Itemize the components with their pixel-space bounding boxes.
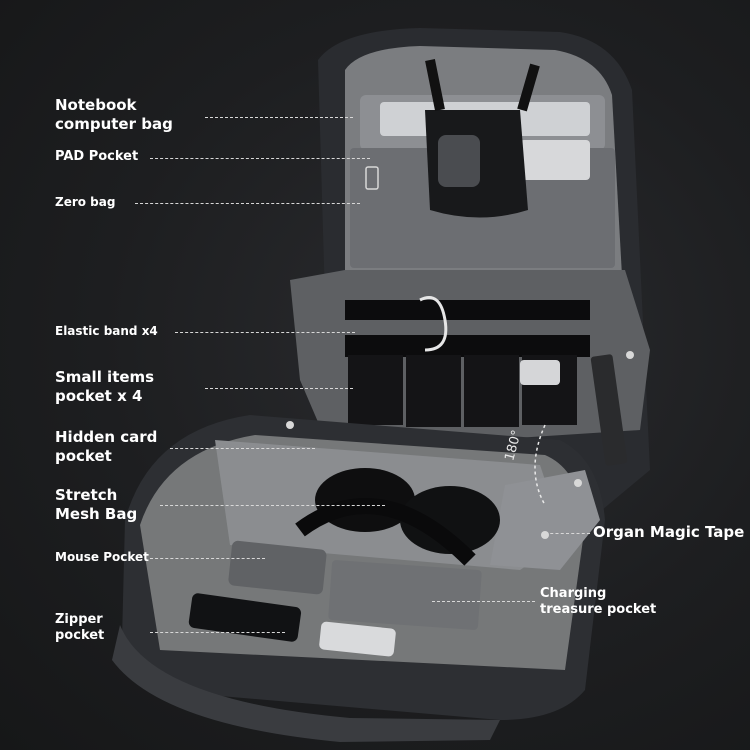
small-pocket-1 bbox=[348, 355, 403, 425]
small-device-icon bbox=[365, 166, 379, 190]
elastic-band-lower bbox=[345, 335, 590, 357]
label-hidden-card-pocket: Hidden card pocket bbox=[55, 428, 158, 465]
label-pad-pocket: PAD Pocket bbox=[55, 149, 139, 164]
headphone-band bbox=[295, 498, 476, 566]
side-strap bbox=[590, 354, 628, 466]
leader-line bbox=[205, 117, 353, 118]
label-small-items-pocket: Small items pocket x 4 bbox=[55, 368, 155, 405]
leader-line bbox=[150, 158, 370, 159]
organ-tape-flap bbox=[490, 470, 600, 570]
leader-line bbox=[432, 601, 535, 602]
carry-handle bbox=[425, 59, 540, 112]
cable-item bbox=[520, 360, 560, 385]
snap-button bbox=[574, 479, 582, 487]
rotation-arc bbox=[534, 424, 546, 506]
snap-button bbox=[626, 351, 634, 359]
label-mouse-pocket: Mouse Pocket bbox=[55, 550, 149, 564]
leader-line bbox=[175, 332, 355, 333]
zipper-pocket-item bbox=[188, 593, 302, 642]
snap-button bbox=[286, 421, 294, 429]
leader-line bbox=[205, 388, 353, 389]
label-zero-bag: Zero bag bbox=[55, 195, 116, 209]
charging-pocket bbox=[328, 560, 482, 630]
small-pocket-2 bbox=[406, 355, 461, 427]
bottom-hard-shell bbox=[112, 625, 500, 742]
leader-line bbox=[170, 448, 315, 449]
small-pocket-3 bbox=[464, 355, 519, 427]
power-bank bbox=[319, 621, 396, 657]
label-zipper-pocket: Zipper pocket bbox=[55, 612, 105, 644]
label-elastic-band: Elastic band x4 bbox=[55, 324, 158, 338]
headphone-right-cup bbox=[400, 486, 500, 554]
leader-line bbox=[545, 533, 590, 534]
leader-line bbox=[150, 632, 285, 633]
label-charging-treasure-pocket: Charging treasure pocket bbox=[540, 586, 657, 618]
label-notebook-computer-bag: Notebook computer bag bbox=[55, 96, 173, 133]
leader-line bbox=[135, 203, 360, 204]
white-cables bbox=[419, 296, 448, 352]
tablet-device bbox=[520, 140, 590, 180]
leader-line bbox=[160, 505, 385, 506]
mouse-pocket bbox=[228, 540, 327, 595]
label-stretch-mesh-bag: Stretch Mesh Bag bbox=[55, 486, 138, 523]
elastic-band bbox=[345, 300, 590, 320]
mesh-patch bbox=[438, 135, 480, 187]
label-organ-magic-tape: Organ Magic Tape bbox=[593, 523, 745, 541]
leader-line bbox=[150, 558, 265, 559]
